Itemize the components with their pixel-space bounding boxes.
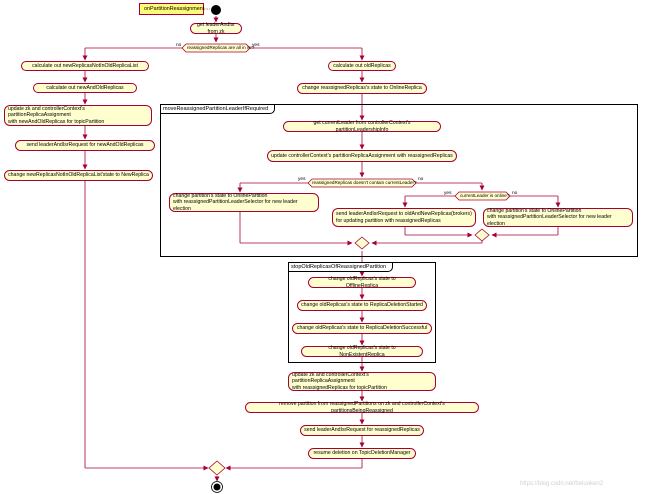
activity-nonexistent: change oldReplicas's state to NonExisten…	[301, 345, 423, 358]
start-node	[211, 5, 221, 15]
partition-move-leader: moveReassignedPartitionLeaderIfRequired	[160, 104, 638, 257]
activity-deletion-started: change oldReplicas's state to ReplicaDel…	[297, 300, 427, 311]
activity-update-zk-final: update zk and controllerContext's partit…	[288, 372, 436, 391]
activity-remove-partition: remove partition from reassignedPartitio…	[245, 401, 479, 414]
activity-calc-not-old: calculate out newReplicasNotInOldReplica…	[21, 61, 149, 71]
merge-leader-online	[474, 228, 490, 242]
activity-get-current-leader: get currentLeader from controllerContext…	[283, 120, 441, 133]
activity-send-reassigned: send leaderAndIsrRequest for reassignedR…	[300, 425, 424, 436]
branch-yes-not-contain-leader: yes	[298, 177, 306, 182]
branch-no-all-in-isr: no	[176, 43, 182, 48]
watermark: https://blog.csdn.net/beluoken2	[520, 481, 604, 487]
branch-yes-all-in-isr: yes	[252, 43, 260, 48]
activity-calc-old: calculate out oldReplicas	[328, 61, 396, 71]
branch-no-leader-online: no	[512, 191, 518, 196]
merge-all-in-isr	[208, 460, 226, 476]
function-note: onPartitionReassignment	[139, 3, 204, 15]
activity-calc-new-and-old: calculate out newAndOldReplicas	[33, 83, 137, 93]
activity-update-ctx-reassigned: update controllerContext's partitionRepl…	[267, 150, 457, 162]
activity-change-reassigned-online: change reassignedReplicas's state to Onl…	[297, 83, 427, 94]
activity-get-leader: get leaderAndIsr from zk	[190, 22, 242, 35]
condition-not-contain-leader: reassignedReplicas doesn't contain curre…	[312, 180, 417, 186]
decision-all-in-isr	[181, 43, 251, 53]
end-node-core	[213, 483, 221, 491]
condition-leader-online: currentLeader is online?	[460, 193, 510, 199]
partition-move-leader-title: moveReassignedPartitionLeaderIfRequired	[161, 105, 276, 114]
activity-deletion-successful: change oldReplicas's state to ReplicaDel…	[292, 323, 432, 334]
partition-stop-old: stopOldReplicasOfReassignedPartition	[288, 262, 436, 363]
merge-not-contain-leader	[354, 236, 370, 250]
decision-not-contain-leader	[307, 178, 417, 188]
activity-change-partition-online-a: change partition's state to OnlinePartit…	[169, 193, 319, 212]
partition-stop-old-title: stopOldReplicasOfReassignedPartition	[289, 263, 394, 272]
activity-change-new-replicas: change newReplicasNotInOldReplicaList'st…	[4, 170, 153, 181]
activity-change-partition-online-b: change partition's state to OnlinePartit…	[483, 208, 633, 227]
branch-no-not-contain-leader: no	[418, 177, 424, 182]
activity-resume-deletion: resume deletion on TopicDeletionManager	[308, 448, 416, 459]
activity-send-left: send leaderAndIsrRequest for newAndOldRe…	[15, 140, 155, 151]
condition-all-in-isr: reassignedReplicas are all in isr?	[187, 45, 255, 51]
decision-leader-online	[454, 191, 511, 201]
activity-update-zk-left: update zk and controllerContext's partit…	[4, 105, 152, 126]
activity-send-new-and-reassigned: send leaderAndIsrRequest to oldAndNewRep…	[332, 208, 476, 227]
activity-offline: change oldReplicas's state to OfflineRep…	[308, 276, 416, 289]
branch-yes-leader-online: yes	[444, 191, 452, 196]
